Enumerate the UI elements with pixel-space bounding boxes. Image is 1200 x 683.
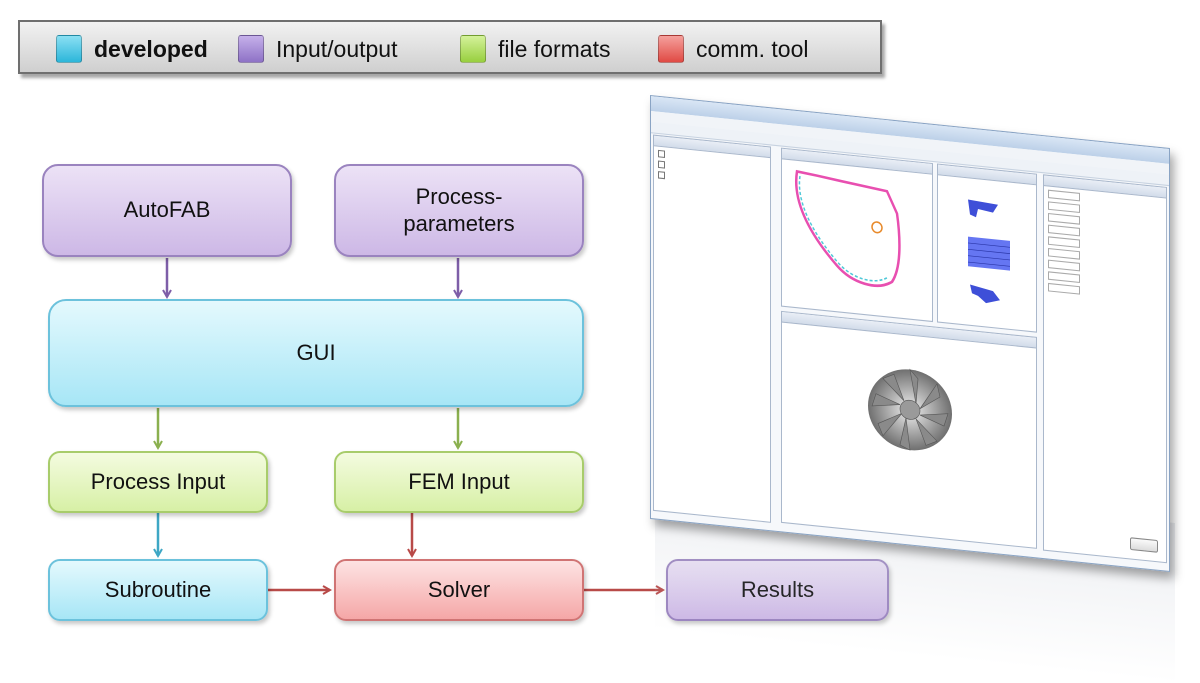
screenshot-layer-view-1 [781,147,933,323]
legend-swatch-developed [56,35,82,63]
part-outline-icon [794,169,901,287]
screenshot-cad-view [781,310,1037,549]
node-solver-label: Solver [427,576,491,602]
node-process-parameters: Process- parameters [334,164,584,257]
node-subroutine-label: Subroutine [104,576,212,602]
legend-label-comm-tool: comm. tool [696,35,809,62]
software-screenshot [650,95,1170,573]
screenshot-layer [650,95,1170,573]
legend: developed Input/output file formats comm… [18,20,882,74]
support-structure-icon [968,199,1010,304]
node-process-input-label: Process Input [90,468,226,494]
screenshot-button [1130,537,1158,553]
node-process-input: Process Input [48,451,268,513]
legend-swatch-file-formats [460,35,486,63]
legend-swatch-input-output [238,35,264,63]
node-gui: GUI [48,299,584,407]
flow-arrows [0,258,1200,667]
node-process-parameters-line1: Process- [415,184,503,210]
legend-item-input-output: Input/output [238,34,398,64]
node-autofab: AutoFAB [42,164,292,257]
legend-label-developed: developed [94,35,208,62]
screenshot-properties-pane [1043,174,1167,564]
node-subroutine: Subroutine [48,559,268,621]
legend-swatch-comm-tool [658,35,684,63]
screenshot-navigation-pane [653,134,771,523]
node-gui-label: GUI [296,339,336,365]
legend-item-developed: developed [56,34,208,64]
legend-label-file-formats: file formats [498,35,611,62]
node-results-label: Results [740,576,815,602]
legend-label-input-output: Input/output [276,35,398,62]
impeller-icon [868,368,952,451]
node-results: Results [666,559,889,621]
legend-item-file-formats: file formats [460,34,610,64]
node-solver: Solver [334,559,584,621]
node-fem-input-label: FEM Input [408,468,510,494]
node-process-parameters-line2: parameters [403,210,515,236]
screenshot-layer-view-2 [937,163,1037,333]
legend-item-comm-tool: comm. tool [658,34,808,64]
node-autofab-label: AutoFAB [123,197,211,223]
node-fem-input: FEM Input [334,451,584,513]
